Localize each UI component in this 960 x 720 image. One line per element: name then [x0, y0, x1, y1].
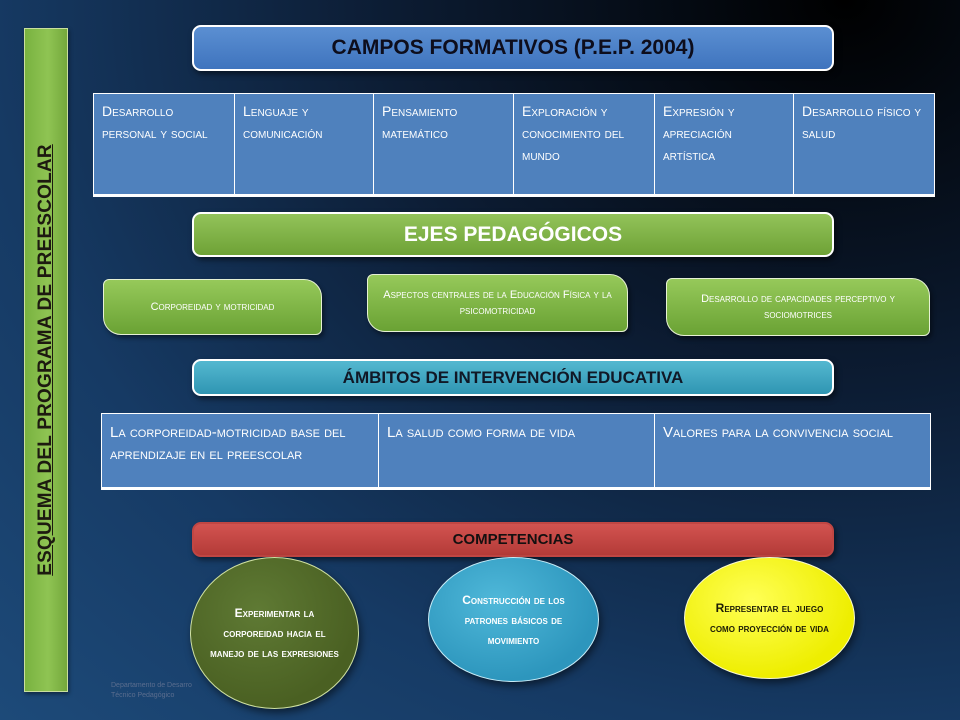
campo-desarrollo-fisico: Desarrollo físico y salud: [802, 103, 922, 141]
ambitos-header: ÁMBITOS DE INTERVENCIÓN EDUCATIVA: [192, 359, 834, 396]
campos-formativos-header: CAMPOS FORMATIVOS (P.E.P. 2004): [192, 25, 834, 71]
eje-corporeidad: Corporeidad y motricidad: [103, 279, 322, 335]
competencias-title: COMPETENCIAS: [452, 531, 574, 548]
competencia-representar: Representar el juego como proyección de …: [684, 557, 855, 679]
ejes-pedagogicos-title: EJES PEDAGÓGICOS: [403, 222, 623, 246]
ambito-corporeidad: La corporeidad-motricidad base del apren…: [102, 414, 379, 487]
campo-desarrollo-personal: Desarrollo personal y social: [94, 94, 235, 194]
campo-exploracion: Exploración y conocimiento del mundo: [514, 94, 655, 194]
campo-expresion: Expresión y apreciación artística: [655, 94, 794, 194]
eje-capacidades-perceptivo: Desarrollo de capacidades perceptivo y s…: [666, 278, 930, 336]
ambito-salud: La salud como forma de vida: [379, 414, 655, 487]
ambitos-title: ÁMBITOS DE INTERVENCIÓN EDUCATIVA: [342, 367, 684, 387]
competencia-construccion: Construcción de los patrones básicos de …: [428, 557, 599, 682]
competencias-header: COMPETENCIAS: [192, 522, 834, 557]
ambito-valores: Valores para la convivencia social: [663, 424, 894, 441]
campos-formativos-table: Desarrollo personal y social Lenguaje y …: [93, 93, 935, 197]
eje-aspectos-centrales: Aspectos centrales de la Educación Físic…: [367, 274, 628, 332]
side-title: ESQUEMA DEL PROGRAMA DE PREESCOLAR: [35, 144, 56, 576]
competencia-experimentar: Experimentar la corporeidad hacia el man…: [190, 557, 359, 709]
ambitos-table: La corporeidad-motricidad base del apren…: [101, 413, 931, 490]
campo-pensamiento: Pensamiento matemático: [374, 94, 514, 194]
campos-formativos-title: CAMPOS FORMATIVOS (P.E.P. 2004): [331, 36, 695, 59]
ejes-pedagogicos-header: EJES PEDAGÓGICOS: [192, 212, 834, 257]
footer-credit: Departamento de Desarro Técnico Pedagógi…: [111, 681, 192, 701]
footer-line-2: Técnico Pedagógico: [111, 692, 175, 699]
footer-line-1: Departamento de Desarro: [111, 682, 192, 689]
campo-lenguaje: Lenguaje y comunicación: [235, 94, 374, 194]
side-banner: [24, 28, 68, 692]
